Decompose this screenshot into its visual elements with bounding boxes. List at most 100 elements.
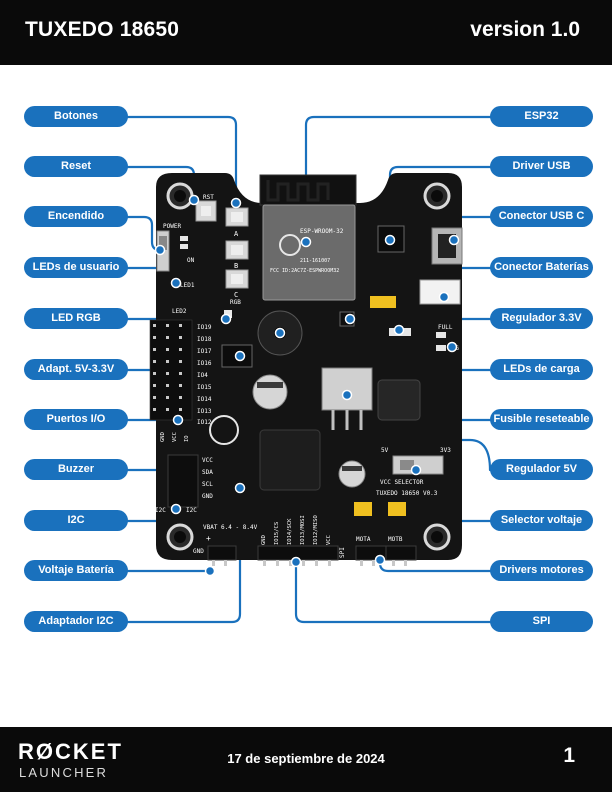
label-leds-carga: LEDs de carga	[490, 359, 593, 380]
line-driver-usb	[388, 165, 492, 242]
silk-board-name: TUXEDO 18650 V0.3	[376, 490, 438, 497]
footer-date: 17 de septiembre de 2024	[227, 751, 385, 766]
silk-5v: 5V	[381, 447, 389, 454]
label-driver-usb: Driver USB	[490, 156, 593, 177]
label-conector-usbc: Conector USB C	[490, 206, 593, 227]
silk-led2: LED2	[172, 308, 187, 315]
footer-bar: RØCKET LAUNCHER 17 de septiembre de 2024…	[0, 727, 612, 792]
label-encendido: Encendido	[24, 206, 128, 227]
silk-on: ON	[187, 257, 195, 264]
svg-text:IO13/MOSI: IO13/MOSI	[300, 515, 306, 545]
module-fcc-text: FCC ID:2AC7Z-ESPWROOM32	[270, 268, 339, 274]
silk-led1: LED1	[180, 282, 195, 289]
mounting-holes	[166, 182, 451, 551]
document-version: version 1.0	[470, 18, 580, 41]
label-regulador-5v: Regulador 5V	[490, 459, 593, 480]
io-labels: IO19 IO18 IO17 IO16 IO4 IO15 IO14 IO13 I…	[197, 324, 212, 426]
svg-text:VCC: VCC	[202, 457, 213, 464]
silk-rgb: RGB	[230, 299, 241, 306]
label-selector: Selector voltaje	[490, 510, 593, 531]
silk-full: FULL	[438, 324, 453, 331]
svg-text:IO4: IO4	[197, 372, 208, 379]
svg-text:VCC: VCC	[326, 535, 332, 545]
silk-plus: +	[206, 534, 211, 543]
svg-text:IO13: IO13	[197, 408, 212, 415]
label-reset: Reset	[24, 156, 128, 177]
regulator-5v	[321, 367, 373, 411]
silk-motb: MOTB	[388, 536, 403, 543]
svg-text:GND: GND	[261, 535, 267, 545]
label-i2c: I2C	[24, 510, 128, 531]
motor-driver-b	[388, 502, 406, 516]
label-drivers-motores: Drivers motores	[490, 560, 593, 581]
label-led-rgb: LED RGB	[24, 308, 128, 329]
label-conector-baterias: Conector Baterías	[490, 257, 593, 278]
logo-rocket: RØCKET	[18, 739, 123, 764]
label-puertos: Puertos I/O	[24, 409, 128, 430]
left-headers	[149, 319, 193, 421]
silk-rst: RST	[203, 194, 214, 201]
silk-gnd-side: GND	[160, 432, 166, 442]
document-title: TUXEDO 18650	[25, 18, 180, 41]
logo-launcher: LAUNCHER	[19, 765, 109, 780]
line-botones	[126, 115, 238, 205]
buttons	[195, 200, 249, 289]
motor-driver-a	[354, 502, 372, 516]
callout-dots	[154, 194, 460, 577]
page-number: 1	[563, 744, 575, 767]
module-code-text: 211-161007	[300, 258, 330, 264]
silk-io-side: IO	[184, 435, 190, 442]
line-drivers	[378, 558, 492, 573]
label-buzzer: Buzzer	[24, 459, 128, 480]
line-spi	[294, 560, 492, 624]
silk-b: B	[234, 262, 238, 270]
svg-text:GND: GND	[202, 493, 213, 500]
silk-a: A	[234, 230, 239, 238]
svg-text:IO16: IO16	[197, 360, 212, 367]
label-esp32: ESP32	[490, 106, 593, 127]
silk-c: C	[234, 291, 238, 299]
label-leds-usuario: LEDs de usuario	[24, 257, 128, 278]
module-name-text: ESP-WROOM-32	[300, 228, 344, 235]
svg-text:IO12: IO12	[197, 419, 212, 426]
silk-i2c-a: I2C	[155, 507, 166, 514]
silk-power: POWER	[163, 223, 181, 230]
label-regulador-33: Regulador 3.3V	[490, 308, 593, 329]
esp32-module: ESP-WROOM-32 FCC ID:2AC7Z-ESPWROOM32 211…	[259, 174, 357, 301]
i2c-pin-labels: VCC SDA SCL GND	[202, 457, 213, 500]
label-adapt: Adapt. 5V-3.3V	[24, 359, 128, 380]
header-bar: TUXEDO 18650 version 1.0	[0, 0, 612, 65]
silk-vcc-side: VCC	[172, 432, 178, 442]
svg-text:SCL: SCL	[202, 481, 213, 488]
silk-3v3: 3V3	[440, 447, 451, 454]
svg-text:IO19: IO19	[197, 324, 212, 331]
battery-connector	[419, 279, 461, 305]
line-adaptador-i2c	[126, 486, 242, 624]
label-botones: Botones	[24, 106, 128, 127]
label-spi: SPI	[490, 611, 593, 632]
svg-text:IO14: IO14	[197, 396, 212, 403]
silk-mota: MOTA	[356, 536, 371, 543]
label-voltaje-bateria: Voltaje Batería	[24, 560, 128, 581]
svg-text:IO12/MISO: IO12/MISO	[313, 515, 319, 545]
silk-vcc-selector: VCC SELECTOR	[380, 479, 424, 486]
label-adaptador-i2c: Adaptador I2C	[24, 611, 128, 632]
silk-vbat: VBAT 6.4 - 8.4V	[203, 524, 258, 531]
svg-text:IO15/CS: IO15/CS	[274, 522, 280, 545]
spi-pin-labels: GND IO15/CS IO14/SCK IO13/MOSI IO12/MISO…	[261, 515, 332, 545]
label-fusible: Fusible reseteable	[490, 409, 593, 430]
i2c-header	[167, 454, 199, 508]
capacitors	[252, 374, 366, 488]
left-header-pins	[153, 324, 182, 411]
silk-gnd-bottom: GND	[193, 548, 204, 555]
svg-text:IO15: IO15	[197, 384, 212, 391]
svg-text:IO17: IO17	[197, 348, 212, 355]
svg-text:IO18: IO18	[197, 336, 212, 343]
line-esp32	[304, 115, 492, 244]
svg-text:IO14/SCK: IO14/SCK	[287, 518, 293, 545]
silk-i2c-b: I2C	[186, 507, 197, 514]
silk-spi: SPI	[339, 547, 346, 558]
line-encendido	[126, 215, 162, 252]
svg-text:SDA: SDA	[202, 469, 213, 476]
